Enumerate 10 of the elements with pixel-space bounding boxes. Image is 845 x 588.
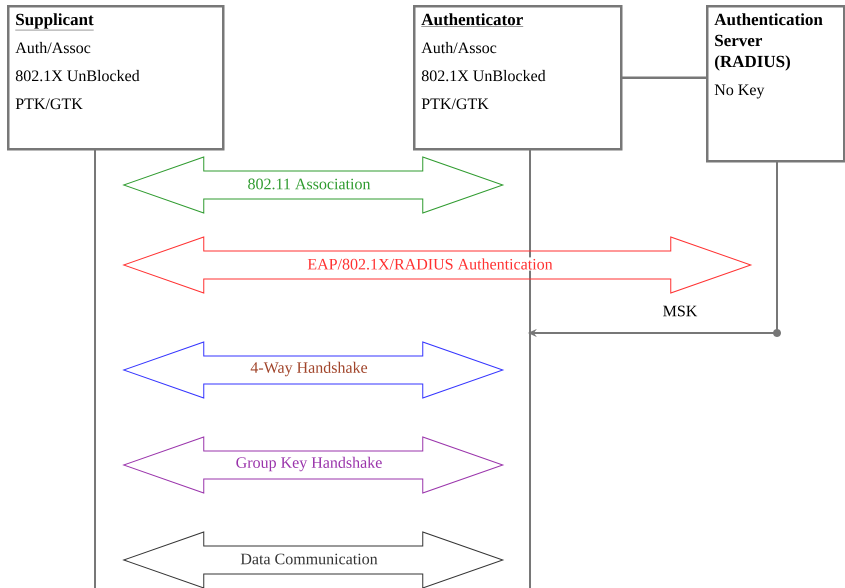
connector-line	[622, 76, 706, 79]
participant-box: Supplicant Auth/Assoc 802.1X UnBlocked PTK/GTK	[7, 5, 224, 150]
edge-label: Data Communication	[239, 552, 379, 566]
edge-label: EAP/802.1X/RADIUS Authentication	[306, 257, 554, 271]
edge-label: 4-Way Handshake	[249, 360, 369, 378]
edge-label: Group Key Handshake	[234, 456, 384, 472]
participant-box: Authentication Server (RADIUS) No Key	[706, 5, 845, 162]
participant-box: Authenticator Auth/Assoc 802.1X UnBlocked PTK/GTK	[413, 5, 622, 150]
edge-label: 802.11 Association	[246, 178, 372, 190]
edge-label: MSK	[663, 306, 698, 316]
